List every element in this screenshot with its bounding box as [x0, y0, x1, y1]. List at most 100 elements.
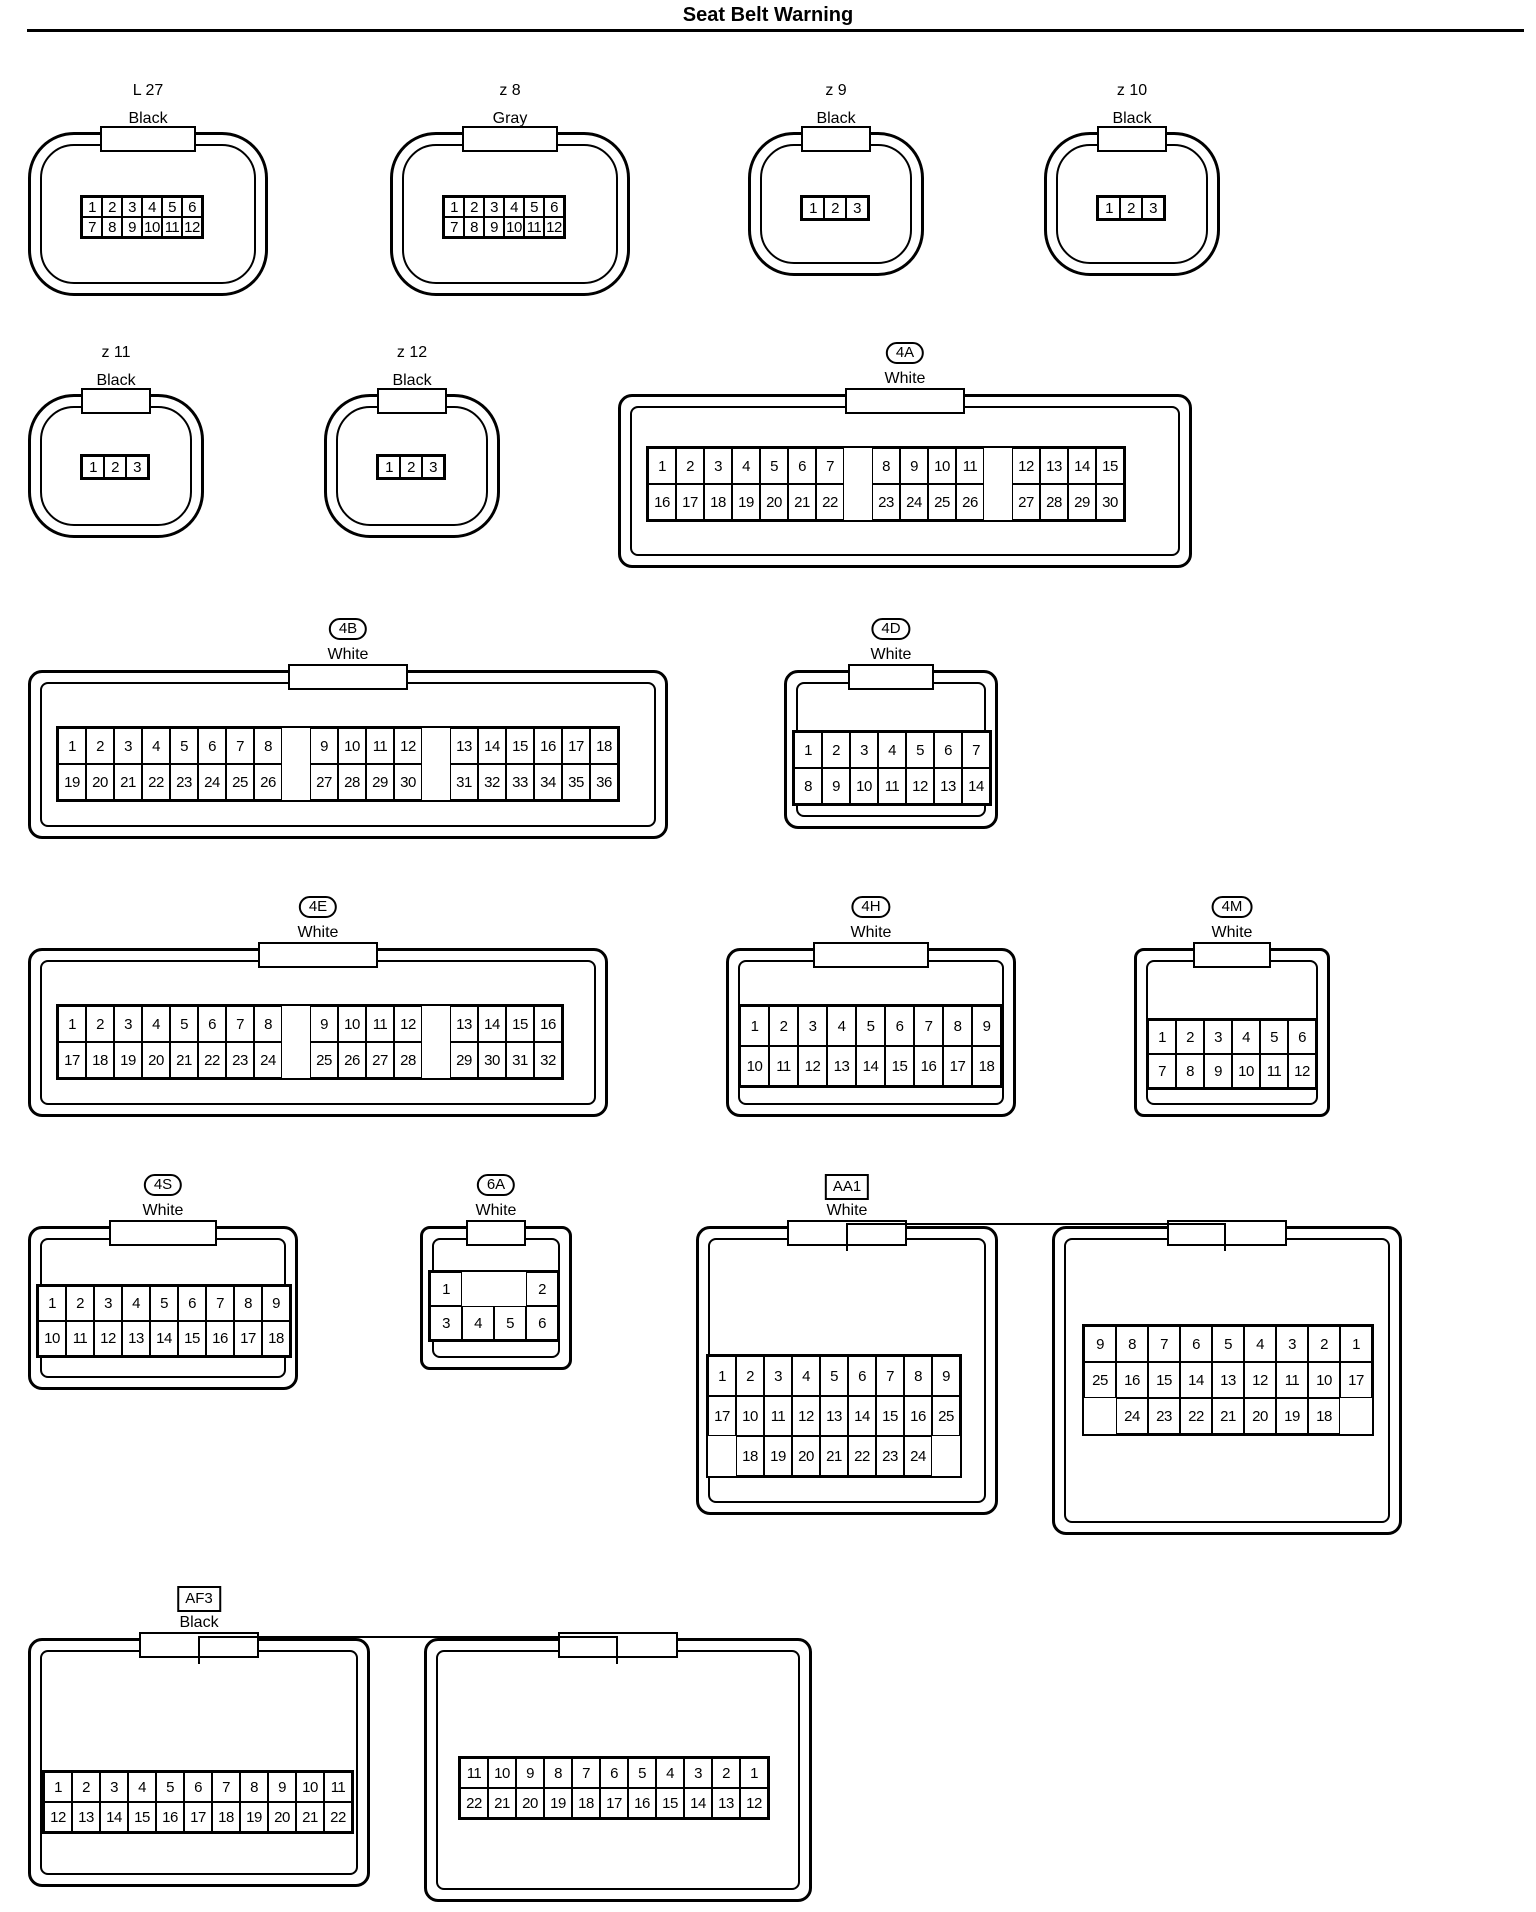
pin: 9	[932, 1356, 960, 1396]
pin	[844, 448, 872, 484]
pin: 2	[102, 197, 122, 217]
pin: 5	[150, 1286, 178, 1321]
connector-code-tag: 6A	[476, 1174, 516, 1196]
pin: 3	[100, 1772, 128, 1802]
connector-code-tag: 4A	[885, 342, 925, 364]
pin: 3	[846, 197, 868, 219]
pin: 26	[338, 1042, 366, 1078]
pin: 8	[544, 1758, 572, 1788]
pin: 23	[170, 764, 198, 800]
pin: 25	[226, 764, 254, 800]
pin: 24	[904, 1436, 932, 1476]
pin	[1340, 1398, 1372, 1434]
pin: 20	[792, 1436, 820, 1476]
pin: 9	[822, 768, 850, 804]
connector-latch-icon	[1192, 942, 1272, 968]
pin: 19	[1276, 1398, 1308, 1434]
pin: 22	[816, 484, 844, 520]
pin: 6	[178, 1286, 206, 1321]
pin: 11	[324, 1772, 352, 1802]
pin: 7	[572, 1758, 600, 1788]
pin	[422, 728, 450, 764]
connector-code-tag: 4H	[851, 896, 891, 918]
pin: 1	[740, 1758, 768, 1788]
pin: 17	[1340, 1362, 1372, 1398]
pin	[422, 1006, 450, 1042]
pin: 6	[198, 1006, 226, 1042]
pin: 6	[544, 197, 564, 217]
connector-code-tag: AA1	[824, 1174, 870, 1200]
pin: 10	[1308, 1362, 1340, 1398]
pin: 11	[764, 1396, 792, 1436]
pin: 1	[58, 1006, 86, 1042]
pin: 25	[932, 1396, 960, 1436]
pin: 20	[516, 1788, 544, 1818]
pin: 1	[794, 732, 822, 768]
title-rule	[27, 29, 1524, 32]
pin: 18	[590, 728, 618, 764]
pin: 20	[142, 1042, 170, 1078]
pin: 22	[324, 1802, 352, 1832]
pin: 14	[100, 1802, 128, 1832]
connector-color: White	[142, 1202, 184, 1219]
pin: 14	[478, 1006, 506, 1042]
pin: 7	[876, 1356, 904, 1396]
pin: 8	[1176, 1054, 1204, 1088]
pin: 12	[94, 1321, 122, 1356]
pin: 1	[444, 197, 464, 217]
pin: 18	[572, 1788, 600, 1818]
pin: 9	[516, 1758, 544, 1788]
pin: 23	[876, 1436, 904, 1476]
pin: 12	[798, 1046, 827, 1086]
pin: 3	[484, 197, 504, 217]
pin: 6	[848, 1356, 876, 1396]
connector-latch-icon	[376, 388, 448, 414]
pin: 8	[904, 1356, 932, 1396]
pin: 36	[590, 764, 618, 800]
pin: 7	[206, 1286, 234, 1321]
pin: 7	[212, 1772, 240, 1802]
pin: 5	[1260, 1020, 1288, 1054]
pin: 18	[262, 1321, 290, 1356]
pin: 11	[769, 1046, 798, 1086]
pin: 2	[1120, 197, 1142, 219]
pin: 20	[268, 1802, 296, 1832]
pin: 10	[338, 1006, 366, 1042]
pin: 1	[44, 1772, 72, 1802]
pin: 21	[114, 764, 142, 800]
pin: 11	[878, 768, 906, 804]
pin: 12	[1288, 1054, 1316, 1088]
pin: 12	[394, 1006, 422, 1042]
pin: 15	[128, 1802, 156, 1832]
connector-color: White	[850, 924, 892, 941]
pin: 10	[488, 1758, 516, 1788]
pin: 2	[822, 732, 850, 768]
pin: 8	[794, 768, 822, 804]
pin: 12	[394, 728, 422, 764]
connector-color: White	[327, 646, 369, 663]
pin: 30	[1096, 484, 1124, 520]
pin: 8	[102, 217, 122, 237]
pin: 11	[366, 1006, 394, 1042]
pin: 19	[764, 1436, 792, 1476]
pin: 18	[86, 1042, 114, 1078]
pin: 11	[956, 448, 984, 484]
connector-code-tag: AF3	[177, 1586, 221, 1612]
pin: 2	[676, 448, 704, 484]
connector-color: White	[1211, 924, 1253, 941]
pin: 5	[524, 197, 544, 217]
page-title: Seat Belt Warning	[682, 4, 854, 26]
pin: 9	[122, 217, 142, 237]
